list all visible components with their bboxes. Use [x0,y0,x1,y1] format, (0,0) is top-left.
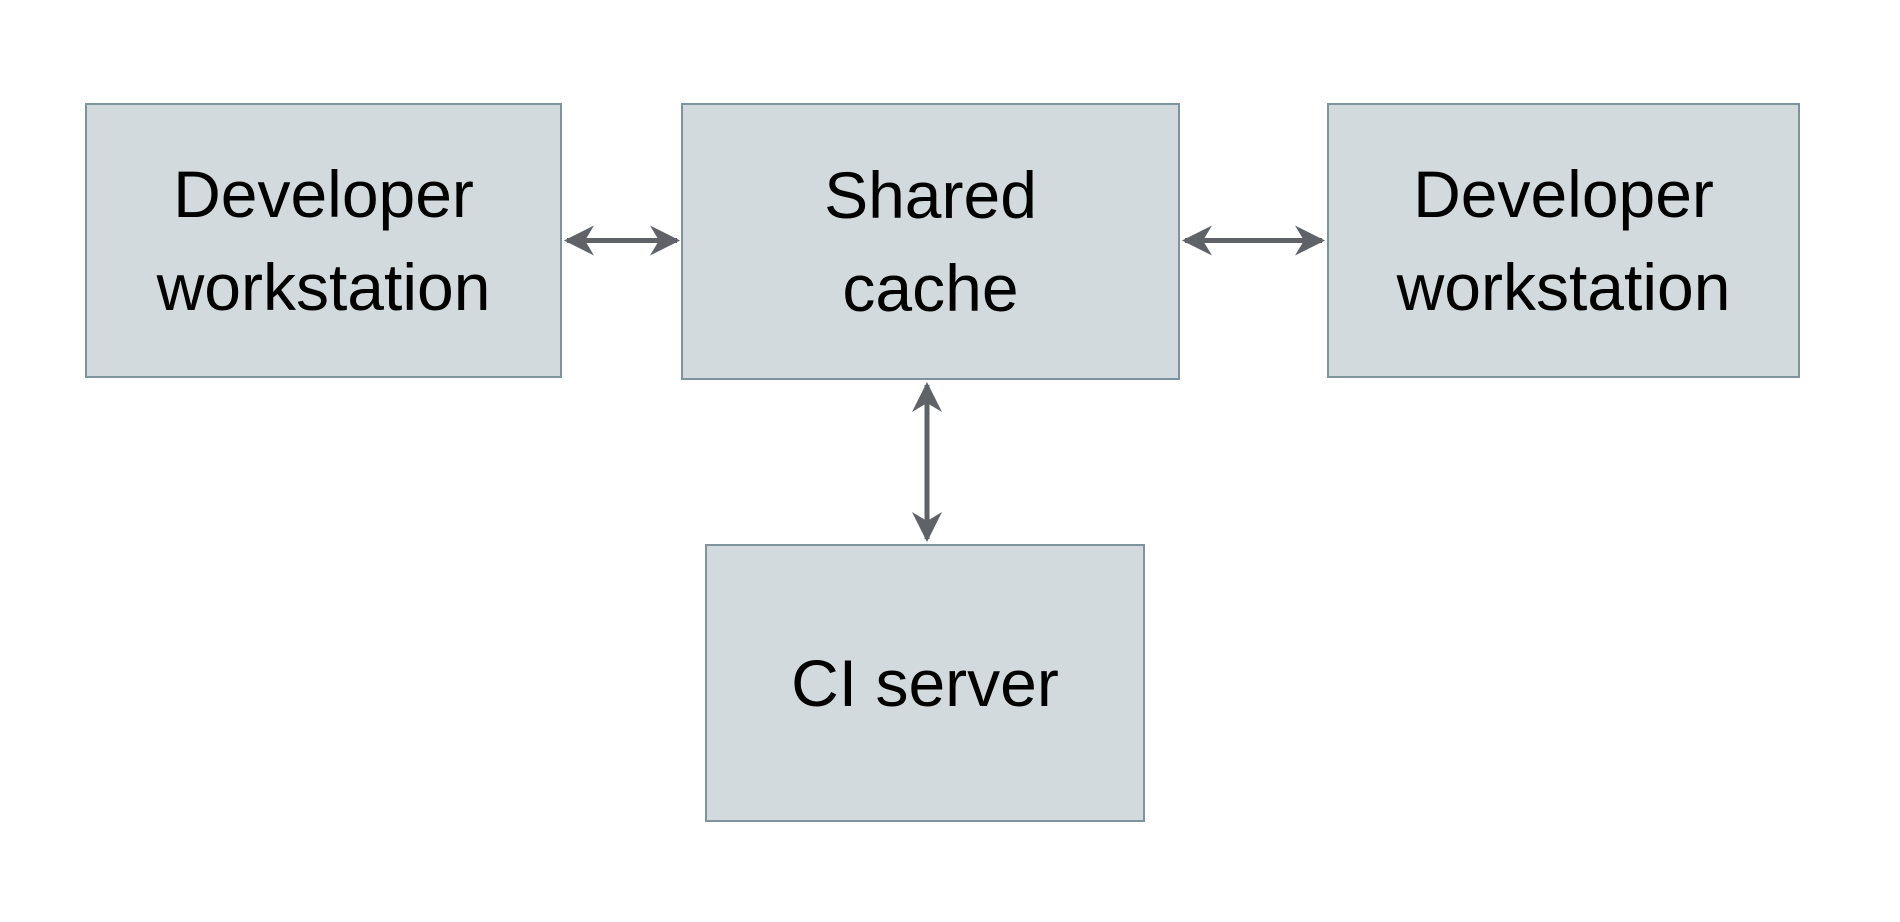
node-label: CI server [791,645,1059,720]
node-label: Shared cache [824,158,1037,325]
node-label: Developer workstation [1396,157,1731,324]
node-ci-server: CI server [705,544,1145,822]
node-label: Developer workstation [156,157,491,324]
node-shared-cache: Shared cache [681,103,1180,380]
node-developer-workstation-right: Developer workstation [1327,103,1800,378]
node-developer-workstation-left: Developer workstation [85,103,562,378]
